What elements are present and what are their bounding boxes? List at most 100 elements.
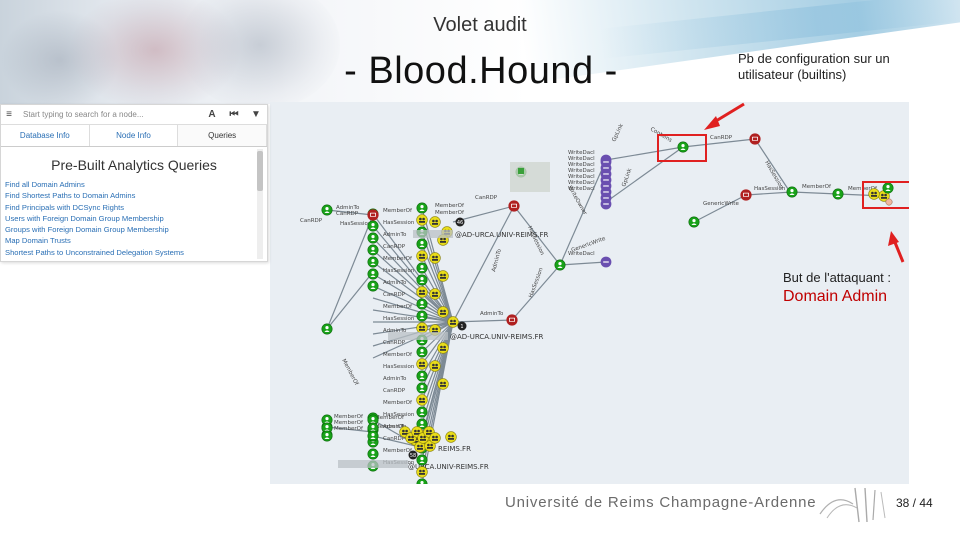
computer-node bbox=[367, 209, 379, 221]
edge-label: AdminTo bbox=[383, 328, 407, 334]
query-item[interactable]: Groups with Foreign Domain Group Members… bbox=[5, 225, 169, 235]
group-node bbox=[447, 316, 459, 328]
user-node bbox=[882, 182, 894, 194]
query-item[interactable]: Users with Foreign Domain Group Membersh… bbox=[5, 213, 164, 223]
graph-edge bbox=[326, 209, 374, 216]
user-node bbox=[416, 346, 428, 358]
edge-label: AdminTo bbox=[383, 424, 407, 430]
graph-edge bbox=[745, 191, 793, 196]
user-node bbox=[416, 406, 428, 418]
tab-node-info[interactable]: Node Info bbox=[90, 125, 179, 146]
user-node bbox=[321, 323, 333, 335]
edge-label: MemberOf bbox=[340, 358, 359, 387]
search-input[interactable]: Start typing to search for a node... bbox=[23, 110, 144, 119]
edge-label: AdminTo bbox=[383, 376, 407, 382]
edge-label: HasSession bbox=[754, 186, 786, 192]
university-name: Université de Reims Champagne-Ardenne bbox=[505, 494, 817, 511]
graph-edge bbox=[326, 271, 374, 330]
attacker-goal-value: Domain Admin bbox=[783, 288, 888, 305]
tab-queries[interactable]: Queries bbox=[178, 125, 268, 146]
edge-label: WriteDacl bbox=[568, 180, 595, 186]
graph-edge bbox=[693, 194, 747, 223]
edge-label: WriteDacl bbox=[568, 251, 595, 257]
count-badge-text: 1 bbox=[460, 324, 463, 330]
edge-label: HasSession bbox=[528, 267, 545, 299]
user-node bbox=[688, 216, 700, 228]
scrollbar[interactable] bbox=[257, 149, 263, 259]
computer-node bbox=[506, 314, 518, 326]
user-node bbox=[416, 418, 428, 430]
edge-label: MemberOf bbox=[334, 426, 364, 432]
gpo-node bbox=[600, 256, 612, 268]
edge-label: WriteDacl bbox=[568, 174, 595, 180]
menu-icon[interactable]: ≡ bbox=[6, 109, 12, 120]
group-node bbox=[437, 378, 449, 390]
user-node bbox=[832, 188, 844, 200]
edge-label: HasSession bbox=[383, 316, 415, 322]
graph-canvas[interactable]: MemberOfHasSessionAdminToCanRDPMemberOfH… bbox=[270, 102, 909, 484]
count-badge bbox=[457, 321, 467, 331]
group-node bbox=[445, 431, 457, 443]
user-node bbox=[786, 186, 798, 198]
user-node bbox=[416, 454, 428, 466]
scrollbar-thumb[interactable] bbox=[257, 151, 263, 191]
edge-label: CanRDP bbox=[475, 195, 498, 201]
user-node bbox=[321, 414, 333, 426]
group-node bbox=[437, 270, 449, 282]
group-node bbox=[416, 358, 428, 370]
group-node bbox=[424, 440, 436, 452]
group-node bbox=[416, 250, 428, 262]
group-node bbox=[423, 426, 435, 438]
query-item[interactable]: Find Shortest Paths to Domain Admins bbox=[5, 191, 136, 201]
slide-title: - Blood.Hound - bbox=[344, 50, 618, 92]
user-node bbox=[367, 448, 379, 460]
edge-label: HasSession bbox=[340, 221, 372, 227]
user-node bbox=[554, 259, 566, 271]
query-item[interactable]: Find all Domain Admins bbox=[5, 180, 85, 189]
query-item[interactable]: Map Domain Trusts bbox=[5, 236, 71, 246]
graph-edge bbox=[605, 146, 684, 161]
group-node bbox=[429, 360, 441, 372]
edge-label: GenericWrite bbox=[703, 201, 739, 207]
callout-config-issue: Pb de configuration sur un utilisateur (… bbox=[738, 51, 890, 82]
gpo-node bbox=[600, 198, 612, 210]
query-item[interactable]: Shortest Paths to Unconstrained Delegati… bbox=[5, 247, 184, 257]
domain-admins-badge bbox=[885, 198, 893, 206]
pathfinding-icon[interactable]: A bbox=[208, 109, 216, 120]
edge-label: HasSession bbox=[383, 364, 415, 370]
graph-edge bbox=[559, 261, 607, 266]
group-node bbox=[416, 286, 428, 298]
graph-edge bbox=[326, 214, 374, 330]
edge-label: MemberOf bbox=[435, 210, 465, 216]
highlight-box-user bbox=[657, 134, 707, 162]
edge-label: CanRDP bbox=[336, 211, 359, 217]
edge-label: AdminTo bbox=[336, 205, 360, 211]
query-item[interactable]: Find Principals with DCSync Rights bbox=[5, 202, 125, 212]
edge-label: WriteDacl bbox=[568, 156, 595, 162]
graph-edge bbox=[421, 291, 454, 323]
user-node bbox=[416, 274, 428, 286]
redacted-block bbox=[518, 168, 524, 174]
group-node bbox=[429, 252, 441, 264]
edge-label: AdminTo bbox=[480, 311, 504, 317]
edge-label: MemberOf bbox=[383, 448, 413, 454]
edge-label: WriteDacl bbox=[568, 168, 595, 174]
tab-database-info[interactable]: Database Info bbox=[1, 125, 90, 146]
filter-icon[interactable]: ▼ bbox=[251, 109, 261, 120]
edge-label: CanRDP bbox=[383, 388, 406, 394]
edge-label: MemberOf bbox=[375, 415, 405, 421]
user-node bbox=[416, 382, 428, 394]
banner-photo-blur bbox=[180, 0, 340, 104]
user-node bbox=[367, 256, 379, 268]
node-label: @AD-URCA.UNIV-REIMS.FR bbox=[450, 333, 544, 341]
graph-edge bbox=[754, 138, 791, 193]
back-icon[interactable]: ⏮ bbox=[229, 109, 239, 120]
user-node bbox=[367, 422, 379, 434]
edge-label: AdminTo bbox=[383, 232, 407, 238]
group-node bbox=[868, 188, 880, 200]
user-node bbox=[321, 430, 333, 442]
user-node bbox=[367, 244, 379, 256]
group-node bbox=[416, 322, 428, 334]
user-node bbox=[367, 280, 379, 292]
